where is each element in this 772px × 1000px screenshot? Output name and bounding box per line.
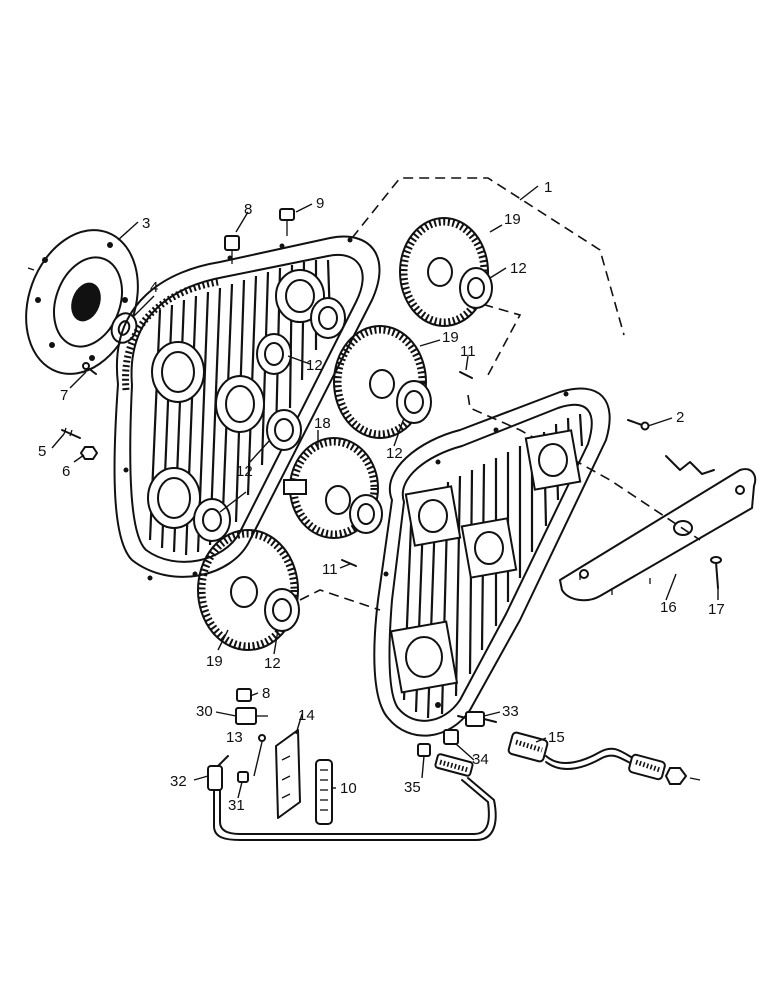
stud — [61, 427, 81, 439]
tee-fitting — [457, 711, 497, 727]
front-housing — [113, 235, 381, 581]
gear-center — [283, 437, 383, 539]
assembly-outline — [467, 394, 701, 541]
part-label: 10 — [340, 780, 357, 797]
elbow-fitting — [207, 755, 229, 791]
gear-lower — [197, 529, 300, 651]
hose-end-fitting — [628, 753, 701, 785]
plug-bolt — [279, 208, 295, 236]
part-label: 2 — [676, 409, 684, 426]
gauge-bracket — [275, 729, 301, 819]
part-label: 3 — [142, 215, 150, 232]
part-label: 11 — [322, 561, 338, 578]
gear-middle — [333, 325, 432, 439]
mounting-bracket — [559, 455, 757, 602]
drain-hose — [219, 779, 490, 835]
part-label: 34 — [472, 751, 489, 768]
assembly-outline — [467, 299, 522, 376]
part-label: 12 — [264, 655, 281, 672]
part-label: 33 — [502, 703, 519, 720]
dowel-pin — [459, 371, 473, 379]
assembly-outline — [299, 589, 381, 611]
assembly-outline — [351, 177, 625, 336]
part-label: 9 — [316, 195, 324, 212]
part-label: 16 — [660, 599, 677, 616]
part-label: 30 — [196, 703, 213, 720]
part-label: 1 — [544, 179, 552, 196]
part-label: 11 — [460, 343, 476, 360]
part-label: 18 — [314, 415, 331, 432]
screw — [82, 362, 97, 375]
part-label: 19 — [442, 329, 459, 346]
cap-nut — [224, 235, 240, 264]
part-label: 32 — [170, 773, 187, 790]
adapter-fitting — [443, 729, 459, 745]
hydraulic-hose — [545, 754, 637, 770]
bracket-bolt — [710, 556, 722, 589]
quick-coupling — [507, 731, 549, 763]
drain-hose — [213, 777, 497, 841]
part-label: 12 — [386, 445, 403, 462]
part-label: 4 — [150, 279, 158, 296]
part-label: 8 — [262, 685, 270, 702]
part-label: 12 — [236, 463, 253, 480]
small-fitting — [237, 771, 249, 783]
nut — [79, 446, 99, 460]
rear-cover — [373, 387, 611, 737]
cover-screw — [627, 419, 650, 431]
part-label: 19 — [504, 211, 521, 228]
part-label: 7 — [60, 387, 68, 404]
level-gauge — [315, 759, 333, 825]
part-label: 19 — [206, 653, 223, 670]
dowel-pin — [341, 559, 357, 567]
part-label: 17 — [708, 601, 725, 618]
gear-upper — [399, 217, 493, 327]
sight-fitting — [235, 688, 268, 742]
part-label: 12 — [306, 357, 323, 374]
part-label: 5 — [38, 443, 46, 460]
part-label: 13 — [226, 729, 243, 746]
part-label: 15 — [548, 729, 565, 746]
part-label: 14 — [298, 707, 315, 724]
leader-lines — [51, 185, 719, 799]
hydraulic-hose — [545, 747, 637, 764]
part-label: 6 — [62, 463, 70, 480]
part-label: 8 — [244, 201, 252, 218]
clutch-disc — [25, 229, 139, 375]
part-label: 31 — [228, 797, 245, 814]
elbow-nipple — [417, 743, 474, 777]
part-label: 12 — [510, 260, 527, 277]
part-label: 35 — [404, 779, 421, 796]
